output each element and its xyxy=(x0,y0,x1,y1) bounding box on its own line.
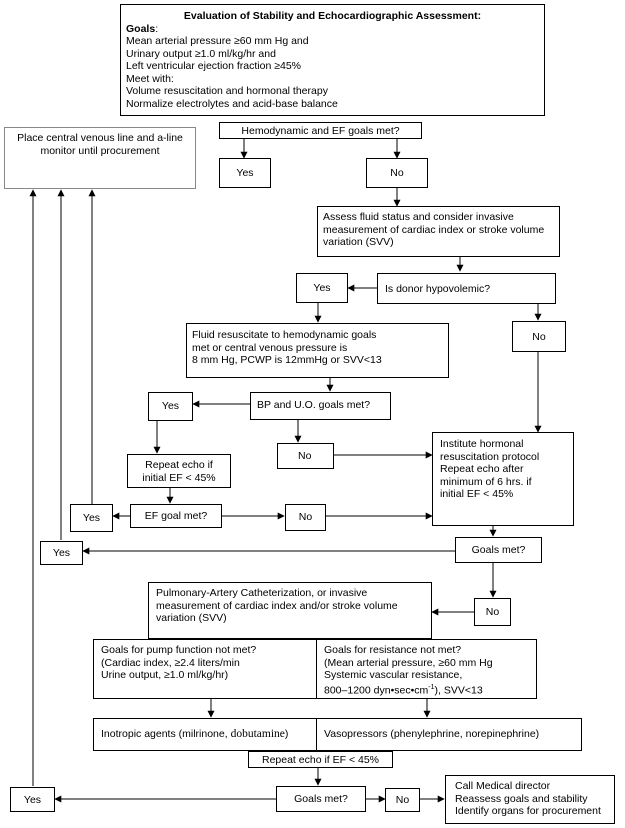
goal-lvef: Left ventricular ejection fraction ≥45% xyxy=(126,60,302,72)
call-medical-director-box: Call Medical director Reassess goals and… xyxy=(445,775,615,824)
meet-electrolytes: Normalize electrolytes and acid-base bal… xyxy=(126,97,338,110)
evaluation-box: Evaluation of Stability and Echocardiogr… xyxy=(120,4,545,116)
resist-line-3: 800–1200 dyn•sec•cm-1), SVV<13 xyxy=(324,683,483,697)
hypovolemic-question: Is donor hypovolemic? xyxy=(377,273,556,304)
meet-volume: Volume resuscitation and hormonal therap… xyxy=(126,85,328,97)
pump-title: Goals for pump function not met? xyxy=(101,644,257,656)
hypo-no: No xyxy=(512,321,566,352)
resist-title: Goals for resistance not met? xyxy=(324,644,462,656)
fluid-resuscitate-box: Fluid resuscitate to hemodynamic goals m… xyxy=(186,323,449,378)
goal-urine: Urinary output ≥1.0 ml/kg/hr and xyxy=(126,47,276,60)
evaluation-title: Evaluation of Stability and Echocardiogr… xyxy=(183,10,482,22)
pump-function-box: Goals for pump function not met? (Cardia… xyxy=(93,639,317,699)
hormonal-protocol-box: Institute hormonal resuscitation protoco… xyxy=(432,432,574,526)
assess-fluid-box: Assess fluid status and consider invasiv… xyxy=(317,206,560,257)
final-no: No xyxy=(385,788,420,812)
repeat-echo-box: Repeat echo if initial EF < 45% xyxy=(127,454,231,488)
final-goals-question: Goals met? xyxy=(276,786,366,812)
fluid-line-2: met or central venous pressure is xyxy=(192,341,348,354)
pump-line-2: Urine output, ≥1.0 ml/kg/hr) xyxy=(101,669,229,681)
repeat-echo-line-1: Repeat echo if xyxy=(145,459,213,471)
inotropic-box: Inotropic agents (milrinone, dobutamine) xyxy=(93,718,317,751)
goals-met-question: Goals met? xyxy=(455,537,542,563)
goal-map: Mean arterial pressure ≥60 mm Hg and xyxy=(126,35,309,47)
hemodynamic-question: Hemodynamic and EF goals met? xyxy=(219,122,422,139)
central-line-box: Place central venous line and a-line mon… xyxy=(4,127,196,189)
hormonal-line-5: initial EF < 45% xyxy=(440,488,514,500)
ef-no: No xyxy=(285,504,326,531)
hormonal-line-2: resuscitation protocol xyxy=(440,450,540,463)
call-line-1: Call Medical director xyxy=(455,780,551,792)
call-line-3: Identify organs for procurement xyxy=(455,805,601,817)
goals-yes-middle: Yes xyxy=(40,541,83,565)
bp-yes: Yes xyxy=(148,392,193,421)
hemo-no: No xyxy=(366,158,428,188)
vasopressors-box: Vasopressors (phenylephrine, norepinephr… xyxy=(316,718,582,751)
pac-box: Pulmonary-Artery Catheterization, or inv… xyxy=(148,582,432,639)
hormonal-line-1: Institute hormonal xyxy=(440,438,524,450)
pac-line-3: variation (SVV) xyxy=(156,612,227,624)
hormonal-line-4: minimum of 6 hrs. if xyxy=(440,475,532,488)
ef-goal-question: EF goal met? xyxy=(130,504,222,528)
resistance-box: Goals for resistance not met? (Mean arte… xyxy=(316,639,537,699)
hypo-yes: Yes xyxy=(296,273,348,303)
bp-no: No xyxy=(277,443,334,469)
ef-yes: Yes xyxy=(70,504,113,532)
fluid-line-3: 8 mm Hg, PCWP is 12mmHg or SVV<13 xyxy=(192,354,382,366)
pac-line-1: Pulmonary-Artery Catheterization, or inv… xyxy=(156,587,368,599)
fluid-line-1: Fluid resuscitate to hemodynamic goals xyxy=(192,329,377,341)
pump-line-1: (Cardiac index, ≥2.4 liters/min xyxy=(101,656,240,669)
repeat-echo-line-2: initial EF < 45% xyxy=(142,471,216,484)
goals-heading: Goals: xyxy=(126,22,159,35)
goals-no-middle: No xyxy=(474,598,511,626)
bp-uo-question: BP and U.O. goals met? xyxy=(250,392,391,420)
repeat-echo-final: Repeat echo if EF < 45% xyxy=(248,751,393,768)
pac-line-2: measurement of cardiac index and/or stro… xyxy=(156,599,398,612)
hormonal-line-3: Repeat echo after xyxy=(440,463,524,475)
resist-line-2: Systemic vascular resistance, xyxy=(324,669,463,681)
hemo-yes: Yes xyxy=(219,158,271,188)
resist-line-1: (Mean arterial pressure, ≥60 mm Hg xyxy=(324,656,493,669)
meet-with-heading: Meet with: xyxy=(126,72,174,85)
final-yes: Yes xyxy=(10,787,55,812)
call-line-2: Reassess goals and stability xyxy=(455,792,588,805)
